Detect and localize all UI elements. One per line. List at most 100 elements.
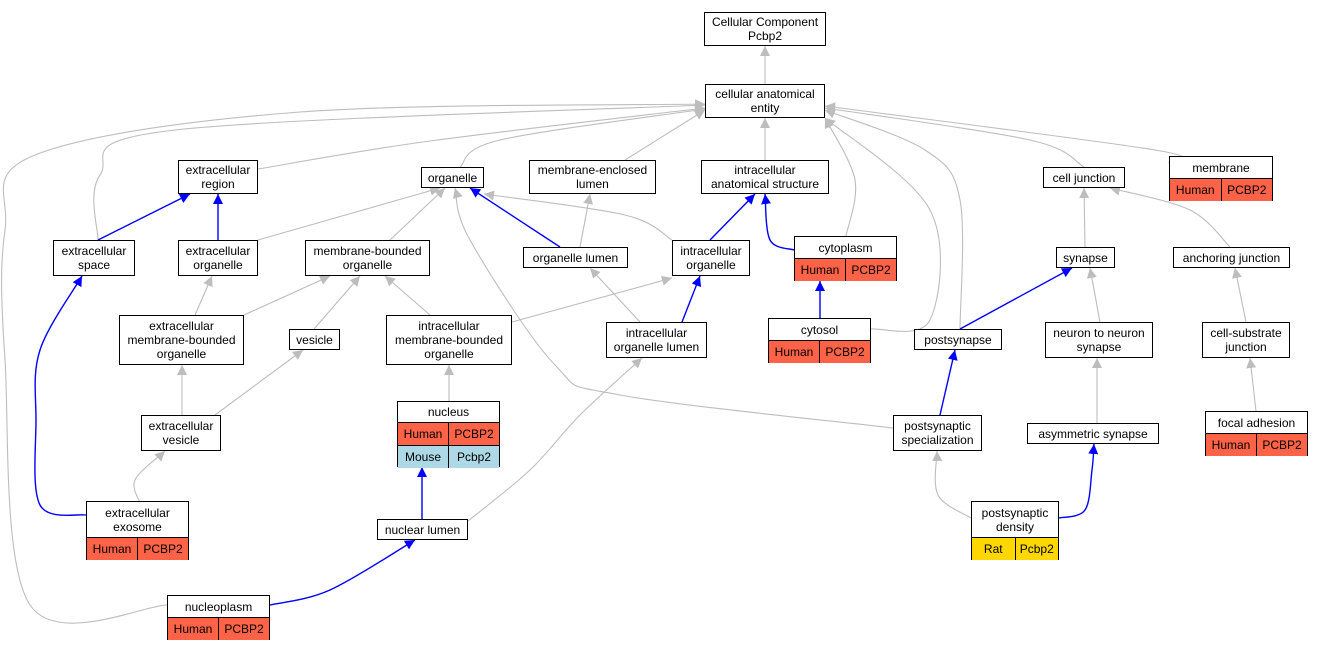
edge-membrane-to-cae	[824, 102, 1185, 164]
edge-postsynapse-to-cae	[824, 109, 964, 330]
edge-membrane-bounded-organelle-to-organelle	[389, 187, 446, 241]
edge-focal-adhesion-to-cell-substrate-junction	[1246, 357, 1257, 412]
node-label: extracellular exosome	[105, 505, 170, 534]
edge-postsynaptic-density-to-asymmetric-synapse	[1058, 443, 1099, 519]
node-label: focal adhesion	[1217, 415, 1296, 430]
edge-extracellular-exosome-to-extracellular-vesicle	[133, 450, 166, 506]
node-label: extracellular membrane-bounded organelle	[127, 319, 236, 361]
edge-extracellular-space-to-extracellular-region	[97, 193, 191, 241]
species-cell: Human	[1175, 183, 1215, 197]
edge-extracellular-exosome-to-extracellular-space	[34, 275, 87, 517]
node-asymmetric-synapse[interactable]: asymmetric synapse	[1027, 423, 1159, 444]
edge-postsynaptic-specialization-to-postsynapse	[939, 349, 958, 416]
node-cell-substrate-junction[interactable]: cell-substrate junction	[1202, 322, 1290, 358]
node-membrane-enclosed-lumen[interactable]: membrane-enclosed lumen	[529, 160, 656, 194]
species-cell: Human	[774, 345, 814, 359]
node-label: membrane-bounded organelle	[313, 244, 422, 272]
node-label: postsynaptic specialization	[901, 419, 974, 447]
node-anchoring-junction[interactable]: anchoring junction	[1173, 247, 1290, 268]
edge-postsynaptic-density-to-postsynaptic-specialization	[932, 450, 972, 519]
node-label: extracellular region	[185, 163, 251, 191]
node-intracellular-organelle[interactable]: intracellular organelle	[672, 240, 750, 276]
edge-extracellular-membrane-bounded-organelle-to-membrane-bounded-organelle	[243, 275, 331, 316]
species-cell: Human	[800, 263, 840, 277]
node-label: postsynapse	[924, 332, 992, 347]
node-label: nucleus	[427, 405, 470, 419]
edge-intracellular-membrane-bounded-organelle-to-intracellular-organelle	[511, 275, 673, 323]
node-extracellular-space[interactable]: extracellular space	[53, 240, 135, 276]
node-extracellular-vesicle[interactable]: extracellular vesicle	[141, 415, 221, 451]
gene-cell: Pcbp2	[448, 446, 499, 468]
annotation-row: Human PCBP2	[87, 537, 188, 560]
node-organelle[interactable]: organelle	[421, 167, 484, 188]
edge-cell-substrate-junction-to-anchoring-junction	[1232, 267, 1247, 323]
node-synapse[interactable]: synapse	[1056, 247, 1115, 268]
edge-extracellular-vesicle-to-vesicle	[214, 349, 304, 416]
node-extracellular-region[interactable]: extracellular region	[178, 160, 258, 194]
node-extracellular-membrane-bounded-organelle[interactable]: extracellular membrane-bounded organelle	[119, 315, 244, 365]
edge-organelle-lumen-to-membrane-enclosed-lumen	[579, 193, 594, 248]
node-label: membrane	[1192, 160, 1250, 175]
node-label: asymmetric synapse	[1038, 426, 1148, 441]
node-label: extracellular vesicle	[148, 419, 214, 447]
node-label: organelle lumen	[532, 250, 619, 265]
node-label: postsynaptic density	[981, 505, 1049, 534]
node-label: extracellular organelle	[185, 244, 251, 272]
edge-extracellular-membrane-bounded-organelle-to-extracellular-organelle	[194, 275, 213, 316]
node-label: membrane-enclosed lumen	[537, 163, 648, 191]
node-label: organelle	[427, 170, 478, 185]
node-label: extracellular space	[61, 244, 127, 272]
node-label: cell-substrate junction	[1210, 326, 1282, 354]
node-label: synapse	[1063, 250, 1108, 265]
node-intracellular-anatomical-structure[interactable]: intracellular anatomical structure	[701, 160, 829, 194]
edge-vesicle-to-membrane-bounded-organelle	[313, 275, 361, 330]
edge-cytosol-to-cae	[824, 117, 941, 332]
node-label: intracellular membrane-bounded organelle	[394, 319, 504, 361]
edge-synapse-to-cell-junction	[1079, 187, 1090, 248]
edge-organelle-lumen-to-organelle	[469, 187, 561, 248]
node-postsynapse[interactable]: postsynapse	[914, 329, 1002, 350]
edge-extracellular-organelle-to-organelle	[257, 185, 441, 241]
edge-anchoring-junction-to-cell-junction	[1109, 185, 1231, 248]
gene-cell: PCBP2	[137, 538, 188, 560]
edge-cell-junction-to-cae	[824, 104, 1085, 168]
node-root[interactable]: Cellular Component Pcbp2	[704, 12, 826, 46]
species-cell: Human	[403, 427, 443, 441]
node-membrane-bounded-organelle[interactable]: membrane-bounded organelle	[305, 240, 430, 276]
species-cell: Human	[92, 542, 132, 556]
node-cae[interactable]: cellular anatomical entity	[705, 84, 825, 118]
edge-postsynapse-to-synapse	[959, 267, 1073, 330]
node-label: intracellular organelle	[680, 244, 742, 272]
node-postsynaptic-specialization[interactable]: postsynaptic specialization	[893, 415, 982, 451]
node-intracellular-membrane-bounded-organelle[interactable]: intracellular membrane-bounded organelle	[386, 315, 512, 365]
node-organelle-lumen[interactable]: organelle lumen	[523, 247, 628, 268]
node-label: cytoplasm	[818, 240, 873, 255]
node-nuclear-lumen[interactable]: nuclear lumen	[377, 519, 468, 540]
edge-postsynaptic-specialization-to-organelle	[452, 187, 894, 429]
node-cell-junction[interactable]: cell junction	[1043, 167, 1125, 188]
edge-nucleoplasm-to-cae	[1, 99, 706, 624]
node-intracellular-organelle-lumen[interactable]: intracellular organelle lumen	[606, 322, 707, 358]
node-label: nuclear lumen	[384, 522, 461, 537]
node-label: cell junction	[1052, 170, 1116, 185]
node-label: anchoring junction	[1182, 250, 1281, 265]
node-vesicle[interactable]: vesicle	[289, 329, 340, 350]
node-extracellular-organelle[interactable]: extracellular organelle	[178, 240, 258, 276]
node-neuron-to-neuron-synapse[interactable]: neuron to neuron synapse	[1045, 322, 1153, 358]
edge-intracellular-organelle-to-organelle	[483, 190, 673, 241]
edge-organelle-to-cae	[459, 105, 706, 168]
edge-membrane-enclosed-lumen-to-cae	[624, 109, 706, 161]
edge-nuclear-lumen-to-intracellular-organelle-lumen	[467, 357, 643, 522]
gene-cell: PCBP2	[218, 618, 269, 640]
